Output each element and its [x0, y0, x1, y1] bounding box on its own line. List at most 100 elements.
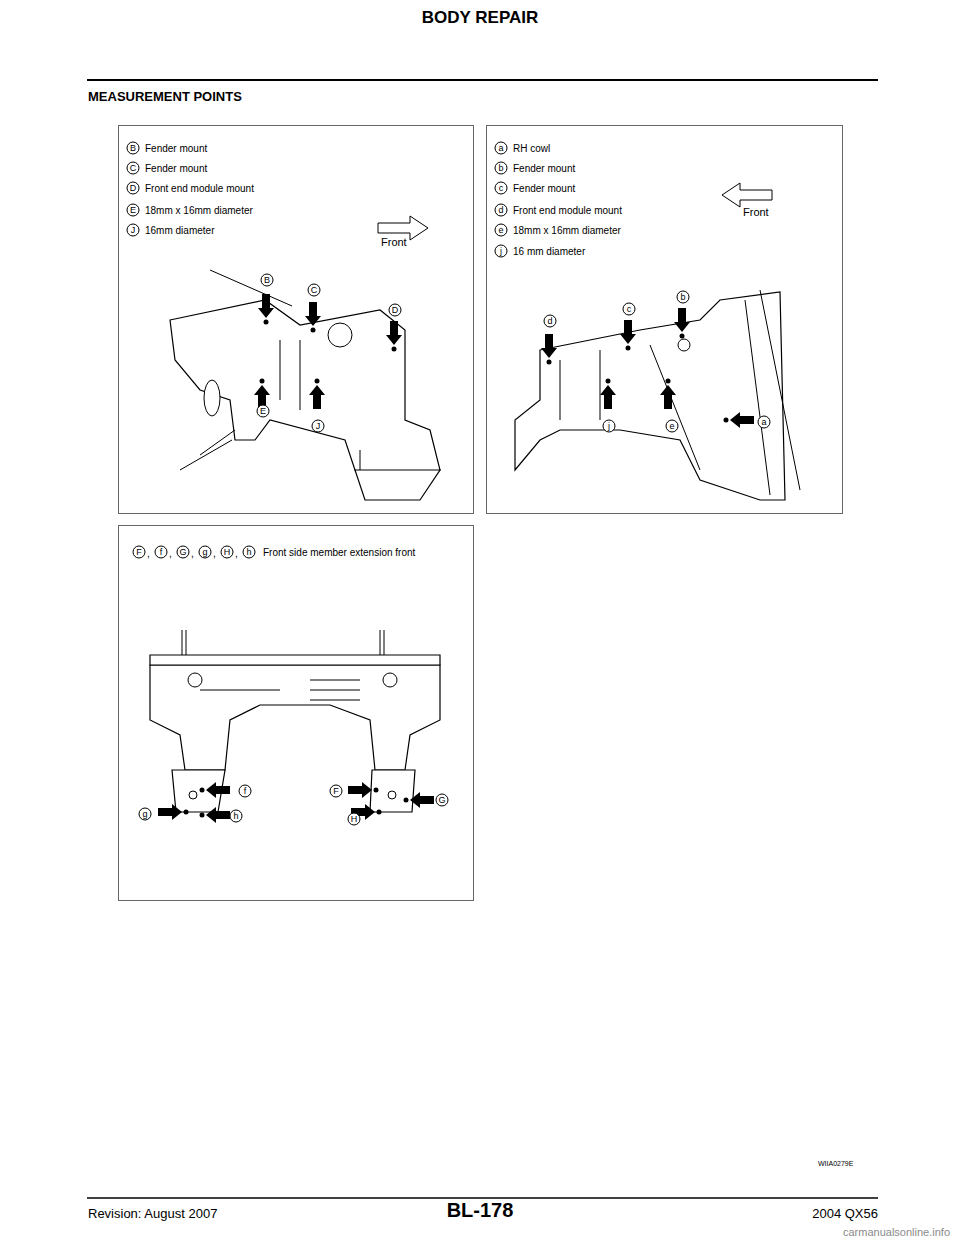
callout-letter: G [177, 546, 190, 559]
measurement-point [200, 813, 205, 818]
rule-line [87, 1197, 878, 1199]
measurement-arrow [305, 302, 321, 326]
callout-letter: h [230, 810, 243, 823]
measurement-arrow [206, 782, 230, 798]
legend-text: Fender mount [145, 143, 207, 154]
measurement-point [377, 810, 382, 815]
legend-text: 18mm x 16mm diameter [513, 225, 621, 236]
illustration-panel: BFender mountCFender mountDFront end mod… [118, 125, 474, 514]
callout-letter: a [758, 416, 771, 429]
page-label: 2004 QX56 [812, 1206, 878, 1221]
front-direction-arrow [722, 183, 772, 207]
legend-text: Front side member extension front [263, 547, 415, 558]
detail-line [200, 430, 235, 455]
detail-line [380, 630, 381, 655]
callout-letter: C [308, 284, 321, 297]
watermark: carmanualsonline.info [843, 1226, 950, 1238]
measurement-arrow [258, 294, 274, 318]
detail-line [745, 300, 770, 495]
measurement-arrow [660, 385, 676, 409]
hole-symbol [204, 380, 220, 416]
measurement-point [404, 798, 409, 803]
page-label: Revision: August 2007 [88, 1206, 217, 1221]
callout-letter: c [623, 303, 636, 316]
measurement-arrow [410, 792, 434, 808]
callout-letter: j [603, 420, 616, 433]
measurement-arrow [600, 385, 616, 409]
legend-text: 16 mm diameter [513, 246, 585, 257]
measurement-arrow [348, 782, 372, 798]
callout-letter: J [127, 224, 140, 237]
detail-line [650, 345, 700, 470]
measurement-arrow [730, 412, 754, 428]
detail-line [310, 690, 360, 691]
callout-letter: B [261, 274, 274, 287]
detail-line [180, 440, 232, 470]
legend-text: Fender mount [513, 163, 575, 174]
measurement-point [184, 810, 189, 815]
measurement-point [264, 320, 269, 325]
detail-line [384, 630, 385, 655]
callout-letter: C [127, 162, 140, 175]
callout-letter: E [127, 204, 140, 217]
page-label: WIIA0279E [818, 1160, 853, 1167]
measurement-arrow [386, 321, 402, 345]
callout-letter: g [199, 546, 212, 559]
measurement-point [606, 379, 611, 384]
body-panel-outline [170, 300, 440, 485]
legend-text: RH cowl [513, 143, 550, 154]
callout-letter: e [495, 224, 508, 237]
measurement-point [374, 788, 379, 793]
direction-label: Front [743, 206, 769, 218]
measurement-point [392, 347, 397, 352]
measurement-point [626, 346, 631, 351]
callout-letter: h [243, 546, 256, 559]
measurement-point [315, 379, 320, 384]
illustration-panel: F,f,G,g,H,hFront side member extension f… [118, 525, 474, 901]
legend-text: Front end module mount [513, 205, 622, 216]
legend-text: , [191, 548, 194, 559]
legend-text: Front end module mount [145, 183, 254, 194]
detail-line [186, 630, 187, 655]
measurement-arrow [309, 385, 325, 409]
callout-letter: F [133, 546, 146, 559]
detail-line [210, 270, 292, 306]
measurement-arrow [206, 807, 230, 823]
callout-letter: d [544, 315, 557, 328]
callout-letter: J [312, 420, 325, 433]
page-label: MEASUREMENT POINTS [88, 89, 242, 104]
measurement-point [666, 379, 671, 384]
rule-line [87, 79, 878, 81]
callout-letter: b [677, 291, 690, 304]
callout-letter: E [257, 405, 270, 418]
detail-line [300, 340, 301, 410]
callout-letter: j [495, 245, 508, 258]
detail-line [200, 690, 280, 691]
body-panel-outline [150, 665, 440, 770]
callout-letter: D [389, 304, 402, 317]
legend-text: , [169, 548, 172, 559]
hole-symbol [388, 791, 396, 799]
detail-line [600, 350, 601, 420]
callout-letter: c [495, 182, 508, 195]
measurement-point [680, 334, 685, 339]
detail-line [560, 360, 561, 420]
callout-letter: g [139, 808, 152, 821]
callout-letter: b [495, 162, 508, 175]
callout-letter: F [330, 785, 343, 798]
body-panel-outline [515, 292, 785, 500]
callout-letter: d [495, 204, 508, 217]
legend-text: Fender mount [145, 163, 207, 174]
measurement-point [260, 379, 265, 384]
hole-symbol [189, 791, 197, 799]
hole-symbol [188, 673, 202, 687]
hole-symbol [328, 323, 352, 347]
detail-line [360, 450, 361, 470]
measurement-point [200, 788, 205, 793]
page-title: BODY REPAIR [0, 8, 960, 28]
detail-line [310, 700, 360, 701]
callout-letter: D [127, 182, 140, 195]
body-panel-outline [355, 470, 440, 500]
measurement-point [547, 360, 552, 365]
